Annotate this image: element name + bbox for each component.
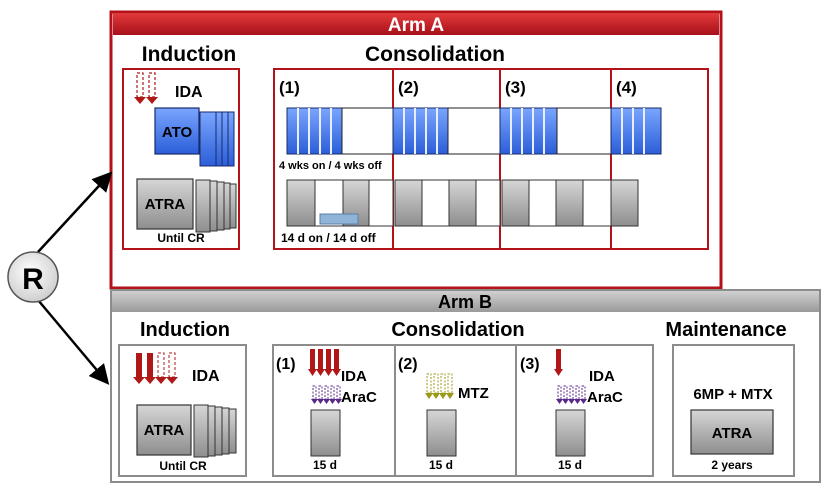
arm-b-cycle-1-ida-arrows [308, 349, 341, 376]
arm-b-cycle-1-label: (1) [276, 356, 296, 373]
arm-a-induction-heading: Induction [142, 43, 236, 66]
arm-b-cycle-2: (2) MTZ 15 d [398, 356, 489, 472]
arm-b-cycle-3-ida-arrow [554, 349, 563, 376]
arm-b-cycle-3-drug-2: AraC [587, 389, 623, 406]
arm-a-atra-stack [136, 178, 237, 233]
arm-b: Arm B Induction Consolidation Maintenanc… [110, 289, 821, 483]
arm-a-ato-label: ATO [162, 124, 193, 141]
arm-b-induction-heading: Induction [140, 319, 230, 341]
arm-b-cycle-2-label: (2) [398, 356, 418, 373]
arm-b-maintenance-atra-label: ATRA [712, 425, 753, 442]
randomization-circle [7, 251, 59, 303]
arm-b-cycle-3-block [555, 409, 586, 457]
arm-b-ida-arrows [133, 352, 178, 384]
arm-a-cycle-4: (4) [616, 78, 637, 97]
arm-b-induction-duration: Until CR [159, 459, 207, 473]
arm-b-maintenance-duration: 2 years [711, 458, 753, 472]
arm-a-cycle-1: (1) [279, 78, 300, 97]
arm-a-atra-label: ATRA [145, 196, 186, 213]
arm-b-cycle-2-drug-1: MTZ [458, 385, 489, 402]
arm-b-cycle-3: (3) IDA AraC 15 d [520, 349, 623, 472]
arm-b-cycle-1-drug-1: IDA [341, 368, 367, 385]
arm-b-cycle-1: (1) IDA AraC 15 d [276, 349, 377, 472]
arm-a-atra-schedule-label: 14 d on / 14 d off [281, 231, 377, 245]
arm-b-title: Arm B [438, 292, 492, 312]
arm-a-ato-schedule-label: 4 wks on / 4 wks off [279, 160, 382, 172]
arm-a-header [113, 13, 719, 35]
arm-b-cycle-3-label: (3) [520, 356, 540, 373]
randomization-label: R [22, 263, 44, 296]
arm-b-cycle-2-mtz-arrows [425, 373, 454, 399]
arm-b-maintenance-drugs: 6MP + MTX [693, 386, 772, 403]
arm-b-cycle-2-duration: 15 d [429, 458, 453, 472]
arm-b-cycle-1-block [310, 409, 341, 457]
arm-a-ida-arrows [134, 72, 158, 104]
arm-a-title: Arm A [388, 15, 445, 36]
arm-b-atra-label: ATRA [144, 422, 185, 439]
arm-b-cycle-1-drug-2: AraC [341, 389, 377, 406]
arm-b-consolidation-heading: Consolidation [391, 319, 524, 341]
arm-a: Arm A Induction Consolidation IDA ATO [109, 10, 723, 290]
arm-b-cycle-2-block [426, 409, 457, 457]
arm-b-cycle-1-arac-arrows [311, 385, 342, 404]
arm-b-ida-label: IDA [192, 368, 220, 385]
arm-b-atra-stack [136, 404, 237, 458]
arm-a-consolidation-heading: Consolidation [365, 43, 505, 66]
arm-b-maintenance-atra-block [690, 409, 774, 455]
arm-a-cycle-3: (3) [505, 78, 526, 97]
arm-a-atra-schedule [286, 179, 639, 227]
arm-b-cycle-3-drug-1: IDA [589, 368, 615, 385]
arm-a-cycle-2: (2) [398, 78, 419, 97]
arm-a-induction-duration: Until CR [157, 231, 205, 245]
arm-b-header [112, 291, 819, 312]
arm-b-cycle-1-duration: 15 d [313, 458, 337, 472]
arm-b-maintenance-heading: Maintenance [665, 319, 786, 341]
arm-b-cycle-3-duration: 15 d [558, 458, 582, 472]
arm-b-cycle-3-arac-arrows [556, 385, 587, 404]
arm-a-ato-schedule [286, 107, 662, 155]
randomization: R [7, 171, 113, 385]
arm-a-ida-label: IDA [175, 84, 203, 101]
arm-a-ato-stack [154, 107, 235, 167]
